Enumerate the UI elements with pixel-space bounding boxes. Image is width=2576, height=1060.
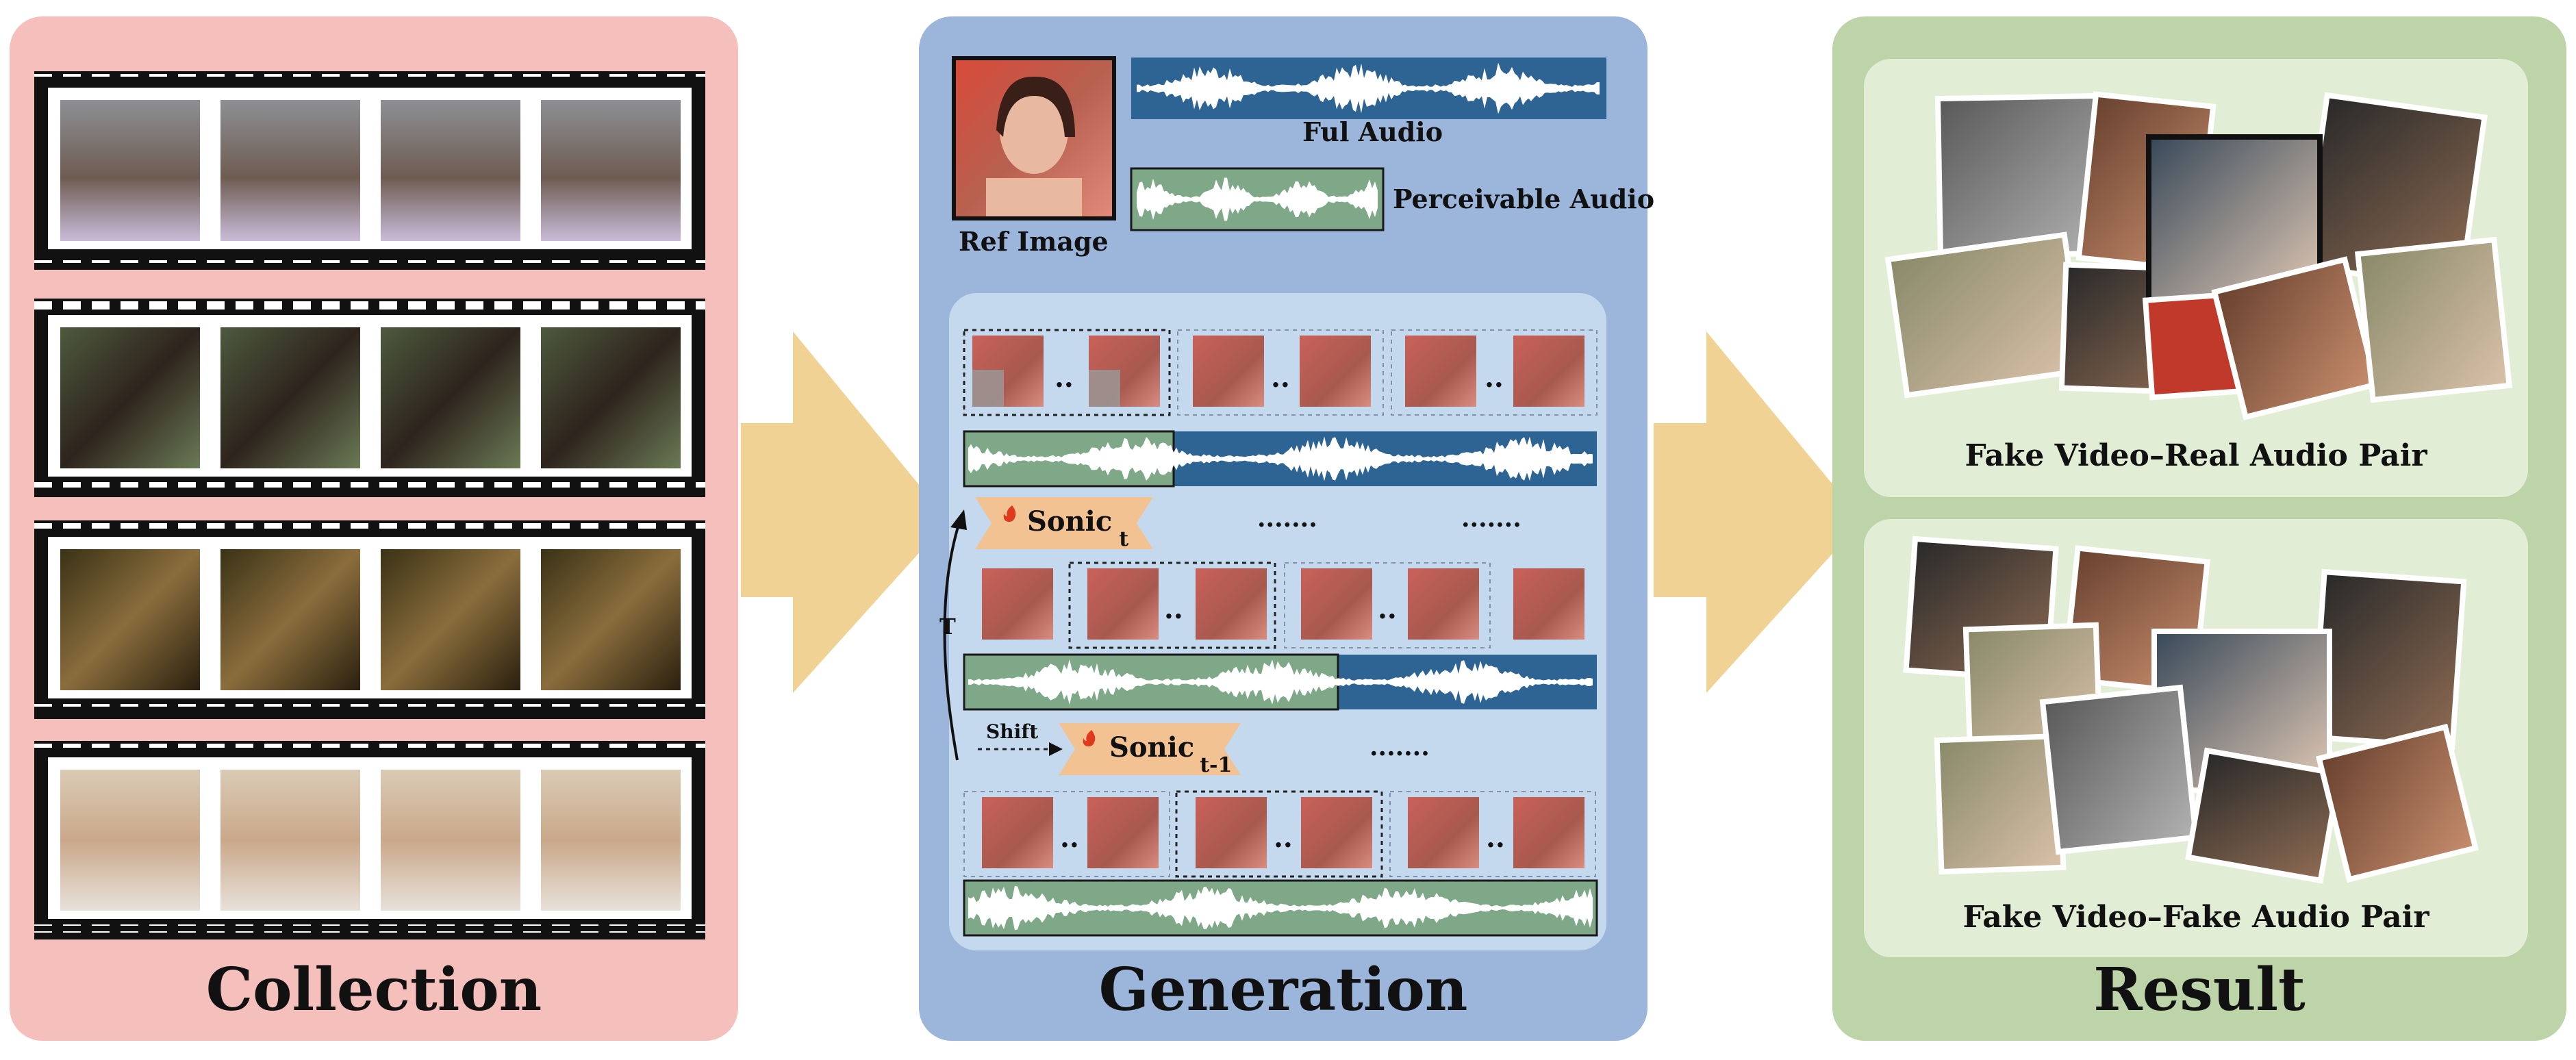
film-strip-2 [34, 299, 705, 497]
audio-row-2 [963, 653, 1597, 711]
generation-process-box [949, 293, 1606, 950]
arrow-collection-to-generation [741, 331, 948, 693]
sonic-t-block [975, 497, 1153, 549]
ellipsis-2: ....... [1461, 504, 1521, 533]
full-audio-waveform [1131, 58, 1606, 119]
shift-label: Shift [986, 720, 1039, 743]
frame-row-2 [982, 561, 1584, 649]
ellipsis-1: ....... [1257, 504, 1317, 533]
arrow-generation-to-result [1654, 331, 1862, 693]
ref-image [952, 56, 1116, 220]
fake-audio-pair-label: Fake Video–Fake Audio Pair [1962, 900, 2429, 935]
sonic-t1-label: Sonict-1 [1109, 731, 1232, 777]
row3-sep-3: .. [1486, 822, 1505, 854]
perceivable-audio-waveform [1130, 167, 1385, 231]
frame-row-1 [963, 329, 1598, 416]
full-audio-wave [1137, 62, 1600, 114]
ref-image-label: Ref Image [959, 226, 1109, 257]
sonic-t-sub: t [1119, 527, 1129, 551]
film-strip-3 [34, 520, 705, 719]
row1-sep-3: .. [1485, 362, 1504, 394]
t-label: T [939, 614, 956, 640]
t-loop-arrow [943, 524, 960, 761]
generation-title: Generation [1098, 955, 1468, 1024]
sonic-t1-name: Sonic [1109, 731, 1195, 764]
film-strip-4 [34, 741, 705, 939]
collection-title: Collection [205, 955, 542, 1024]
audio-row-1 [963, 430, 1597, 488]
sonic-t1-block [1059, 723, 1241, 775]
fake-audio-collage [1903, 535, 2479, 884]
fire-icon-t [1003, 505, 1016, 522]
frame-row-3 [963, 790, 1596, 878]
real-audio-collage [1884, 91, 2513, 420]
full-audio-label: Ful Audio [1302, 116, 1443, 147]
real-audio-pair-label: Fake Video–Real Audio Pair [1965, 438, 2427, 473]
row3-sep-1: .. [1060, 822, 1079, 854]
sonic-t-label: Sonict [1027, 505, 1128, 551]
row1-sep-1: .. [1055, 362, 1074, 394]
row3-sep-2: .. [1274, 822, 1293, 854]
perceivable-audio-label: Perceivable Audio [1393, 184, 1655, 214]
audio-row-3 [963, 879, 1598, 937]
row2-sep-1: .. [1164, 593, 1183, 625]
row2-sep-2: .. [1378, 593, 1397, 625]
result-title: Result [2093, 955, 2306, 1024]
fire-icon-t1 [1083, 730, 1096, 746]
row1-sep-2: .. [1271, 362, 1290, 394]
ellipsis-3: ....... [1369, 733, 1430, 761]
sonic-t-name: Sonic [1027, 505, 1113, 538]
film-strip-1 [34, 71, 705, 270]
sonic-t1-sub: t-1 [1200, 753, 1233, 777]
